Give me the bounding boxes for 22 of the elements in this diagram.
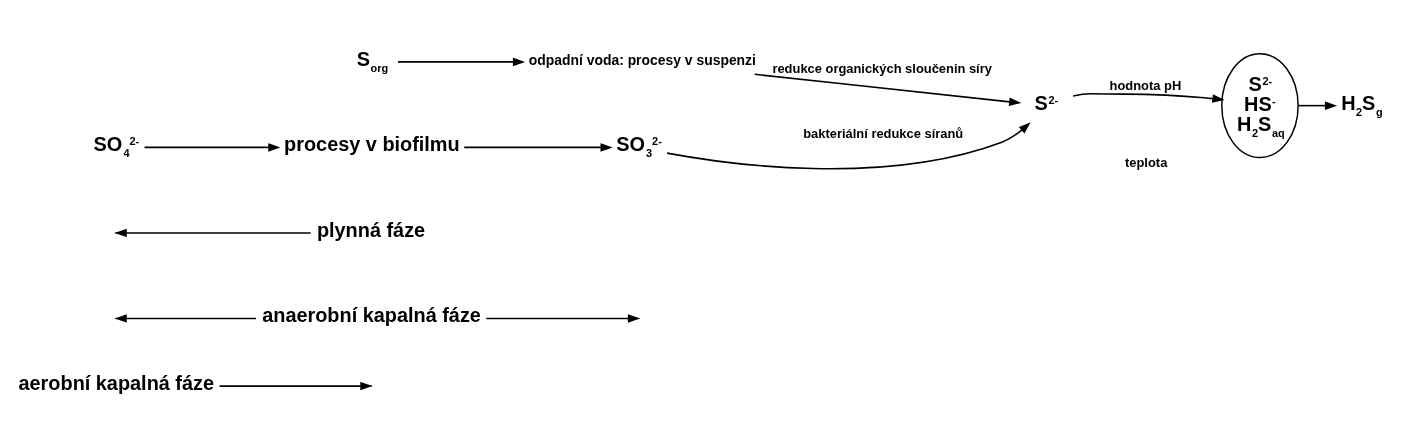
node-ellipse: S$^{2-}$ HS$^{-}$ H$_{2}$S$_{aq}$ xyxy=(1221,53,1299,159)
node-text: S$_{org}$ xyxy=(356,47,389,74)
arrow xyxy=(397,57,526,67)
node-text: procesy v biofilmu xyxy=(284,133,460,156)
node-text: plynná fáze xyxy=(316,218,426,241)
node-text: aerobní kapalná fáze xyxy=(18,372,215,395)
arrow xyxy=(463,143,613,152)
edge-label: bakteriální redukce síranů xyxy=(803,125,964,141)
node-text: anaerobní kapalná fáze xyxy=(262,304,481,327)
arrow xyxy=(218,381,373,391)
node-text: S$^{2-}$ xyxy=(1034,91,1059,114)
edge-label: redukce organických sloučenin síry xyxy=(772,61,992,77)
arrow xyxy=(666,122,1031,170)
arrow xyxy=(1072,92,1225,103)
node-text: odpadní voda: procesy v suspenzi xyxy=(528,51,756,68)
node-text: H$_{2}$S$_{g}$ xyxy=(1341,91,1383,118)
arrow xyxy=(114,228,312,238)
label: teplota xyxy=(1125,154,1168,170)
arrow xyxy=(753,73,1022,106)
arrow xyxy=(143,143,281,152)
edge-label: hodnota pH xyxy=(1109,78,1182,94)
arrow xyxy=(1297,101,1338,110)
